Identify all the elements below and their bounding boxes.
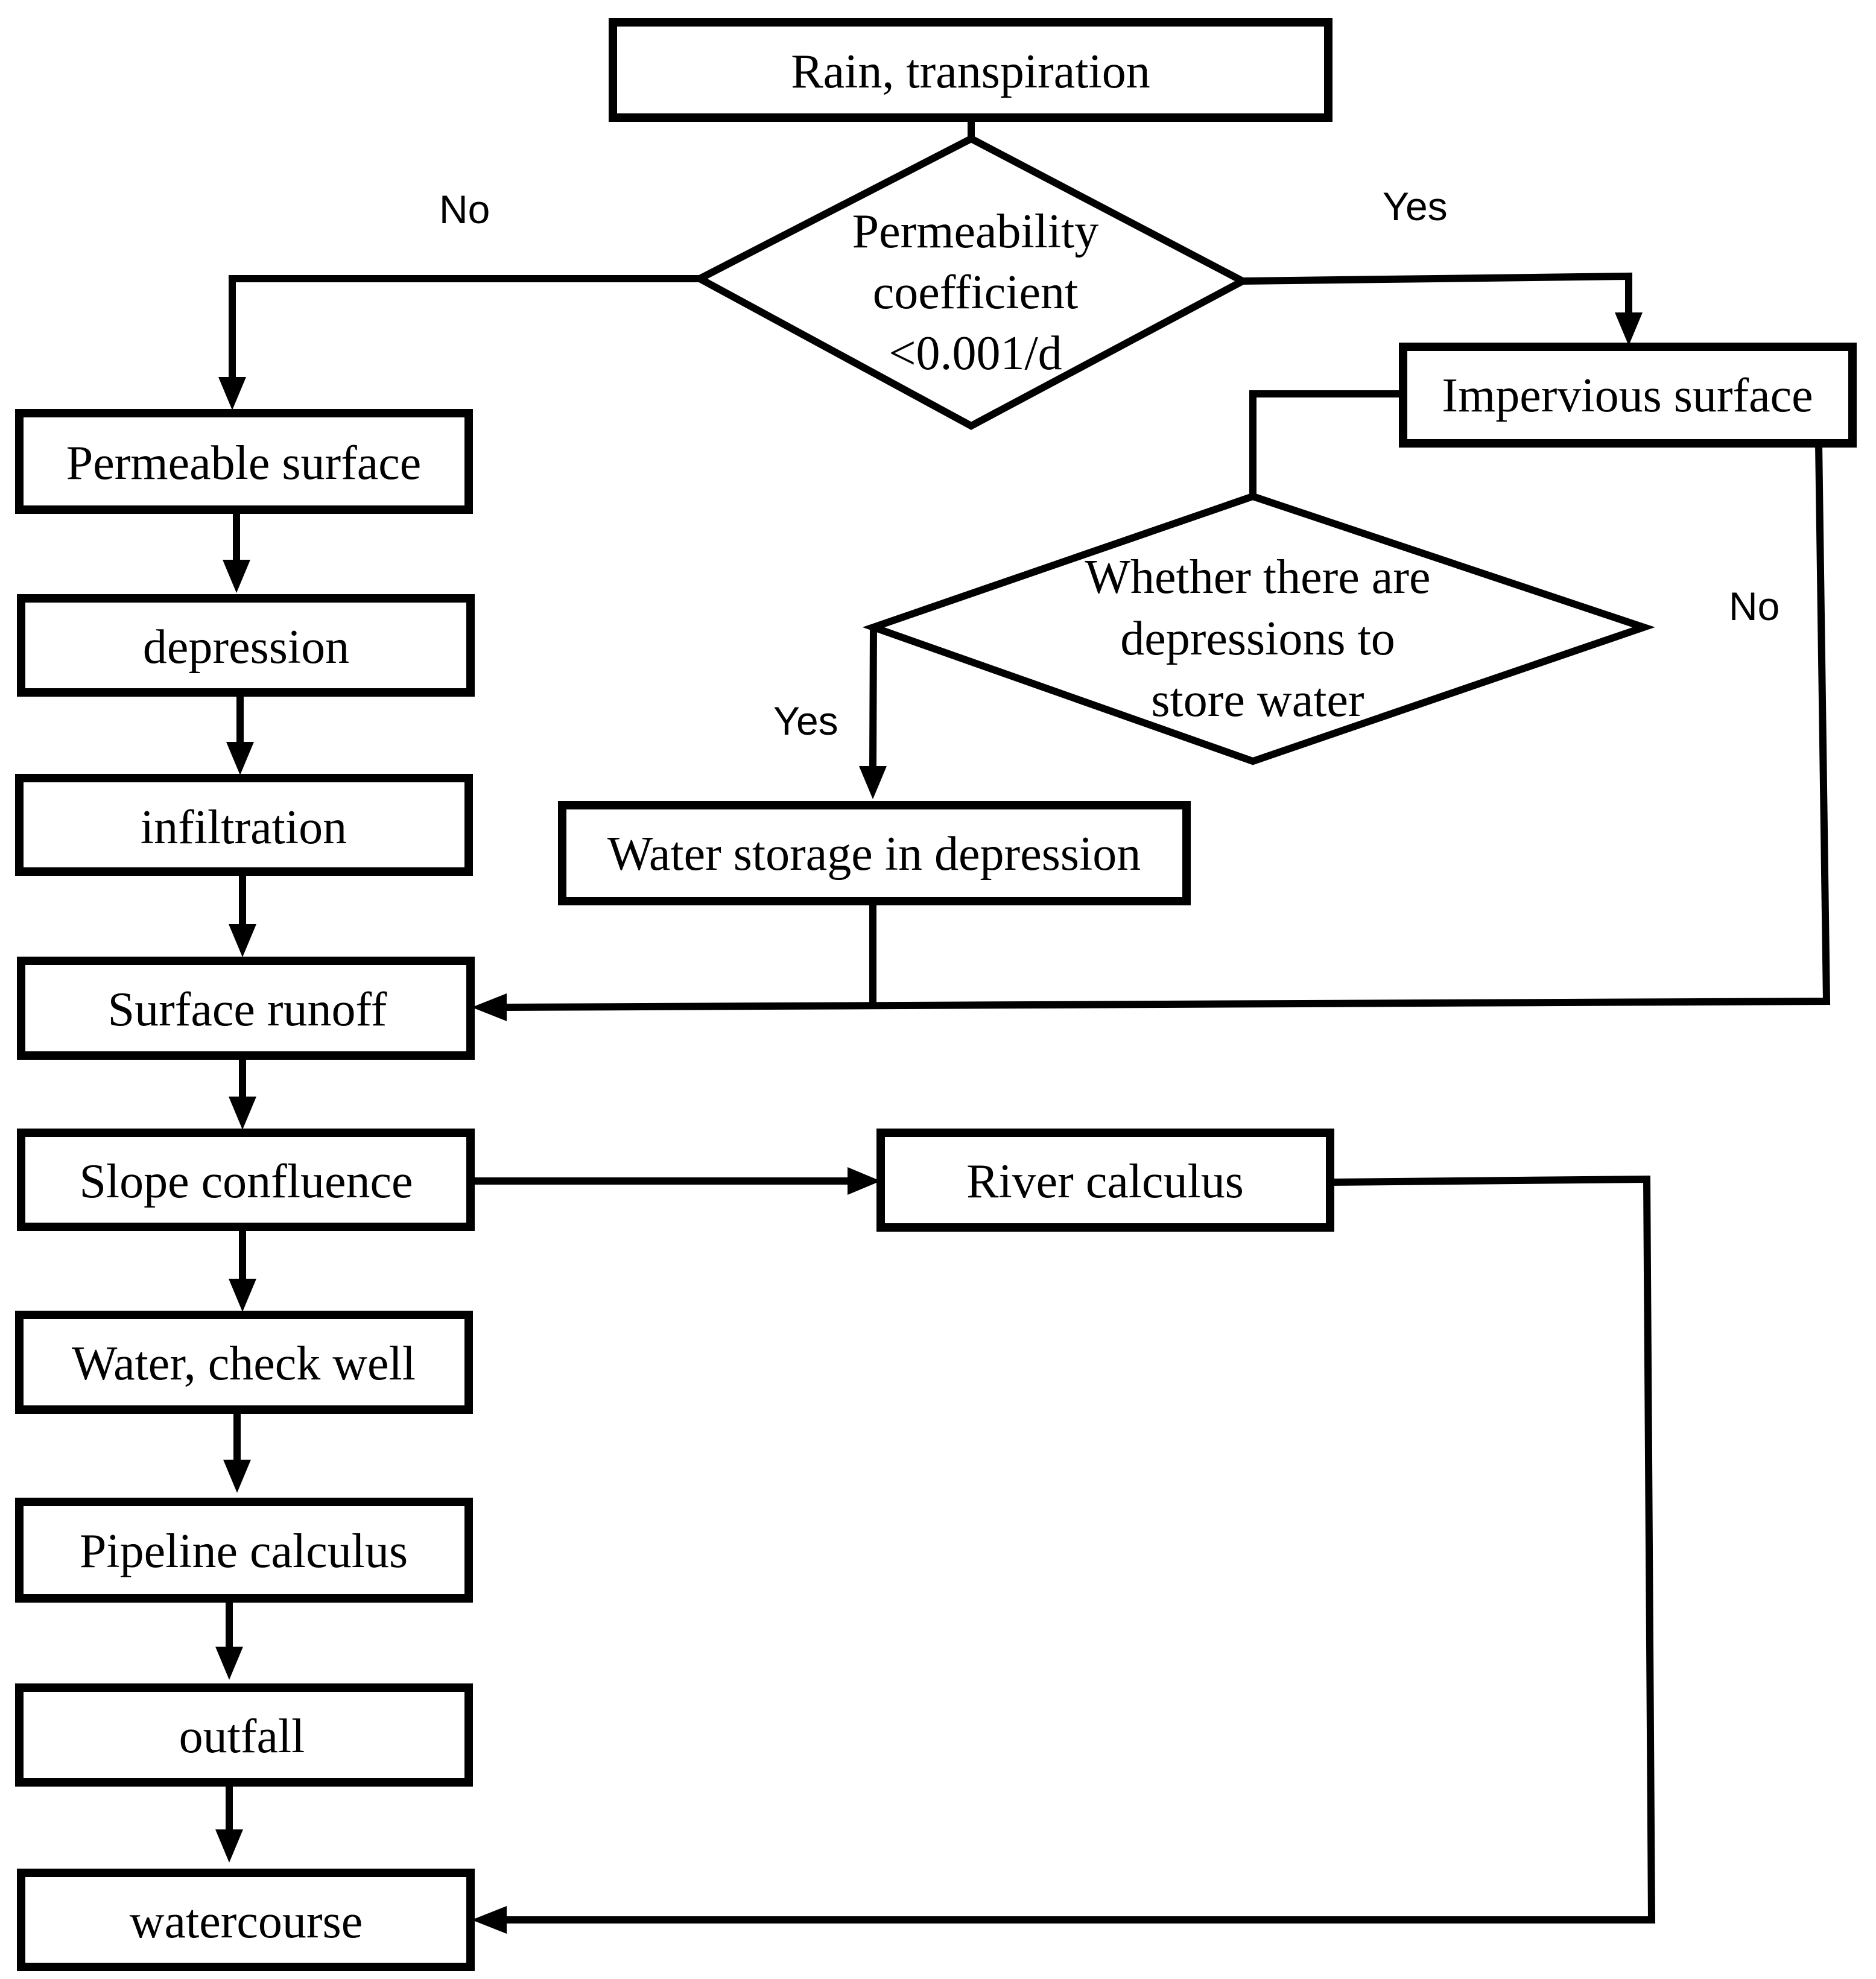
arrowhead-impervious-surface bbox=[1615, 312, 1643, 346]
node-river-calculus: River calculus bbox=[876, 1129, 1334, 1232]
node-outfall-label: outfall bbox=[179, 1710, 305, 1763]
node-water-storage-label: Water storage in depression bbox=[607, 828, 1141, 881]
decision-depressions-line-1: Whether there are bbox=[1085, 551, 1431, 604]
connector-impervious-to-depression-decision bbox=[1249, 390, 1403, 496]
connectors bbox=[215, 118, 1831, 1934]
node-slope-confluence-label: Slope confluence bbox=[79, 1155, 413, 1208]
edge-label-depression-yes: Yes bbox=[773, 698, 838, 743]
node-water-storage-in-depression: Water storage in depression bbox=[558, 801, 1191, 905]
node-infiltration: infiltration bbox=[15, 774, 473, 876]
arrowhead-check-well bbox=[229, 1279, 256, 1312]
connector-depression-no-to-runoff bbox=[506, 443, 1831, 1011]
edge-label-permeability-yes: Yes bbox=[1383, 184, 1448, 229]
edge-label-depression-no: No bbox=[1729, 584, 1779, 629]
edge-label-permeability-no: No bbox=[439, 187, 490, 232]
arrowhead-water-storage bbox=[859, 766, 887, 799]
arrowhead-watercourse bbox=[215, 1829, 243, 1863]
decision-depressions-line-3: store water bbox=[1151, 674, 1364, 727]
node-outfall: outfall bbox=[15, 1683, 473, 1787]
decision-permeability-line-2: coefficient bbox=[873, 266, 1079, 319]
connector-permeability-no bbox=[229, 275, 700, 377]
node-check-well-label: Water, check well bbox=[72, 1337, 416, 1390]
arrowhead-pipeline-calculus bbox=[223, 1460, 251, 1493]
arrowhead-river-watercourse bbox=[472, 1906, 507, 1934]
node-impervious-surface-label: Impervious surface bbox=[1442, 369, 1813, 422]
node-permeable-surface: Permeable surface bbox=[15, 409, 473, 514]
arrowhead-surface-runoff bbox=[229, 924, 256, 957]
arrowhead-slope-confluence bbox=[229, 1097, 256, 1130]
node-depression-label: depression bbox=[143, 621, 349, 674]
node-surface-runoff: Surface runoff bbox=[17, 957, 475, 1060]
arrowhead-infiltration bbox=[226, 742, 254, 775]
node-rain-transpiration: Rain, transpiration bbox=[609, 18, 1333, 122]
decision-depressions-store-water: Whether there are depressions to store w… bbox=[862, 492, 1655, 765]
node-pipeline-calculus: Pipeline calculus bbox=[15, 1498, 473, 1603]
node-slope-confluence: Slope confluence bbox=[17, 1129, 475, 1231]
node-rain-transpiration-label: Rain, transpiration bbox=[791, 45, 1150, 98]
node-impervious-surface: Impervious surface bbox=[1399, 343, 1857, 448]
node-watercourse: watercourse bbox=[17, 1869, 475, 1971]
decision-permeability-line-3: <0.001/d bbox=[889, 327, 1062, 380]
connector-river-to-watercourse bbox=[507, 1175, 1656, 1924]
node-pipeline-calculus-label: Pipeline calculus bbox=[80, 1525, 408, 1578]
connector-permeability-yes bbox=[1242, 272, 1632, 312]
decision-depressions-line-2: depressions to bbox=[1120, 612, 1395, 665]
node-depression: depression bbox=[17, 594, 475, 697]
node-infiltration-label: infiltration bbox=[141, 801, 347, 854]
arrowhead-permeable-surface bbox=[218, 377, 246, 410]
arrowhead-river-calculus bbox=[848, 1167, 881, 1195]
node-water-check-well: Water, check well bbox=[15, 1311, 473, 1414]
node-river-calculus-label: River calculus bbox=[966, 1155, 1244, 1208]
node-surface-runoff-label: Surface runoff bbox=[108, 983, 387, 1036]
arrowhead-runoff-merge bbox=[472, 993, 507, 1021]
arrowhead-outfall bbox=[215, 1647, 243, 1680]
node-permeable-surface-label: Permeable surface bbox=[66, 437, 422, 490]
decision-permeability-coefficient: Permeability coefficient <0.001/d bbox=[692, 135, 1250, 430]
arrowhead-depression bbox=[223, 560, 250, 593]
node-watercourse-label: watercourse bbox=[130, 1895, 363, 1948]
decision-permeability-line-1: Permeability bbox=[852, 205, 1099, 258]
